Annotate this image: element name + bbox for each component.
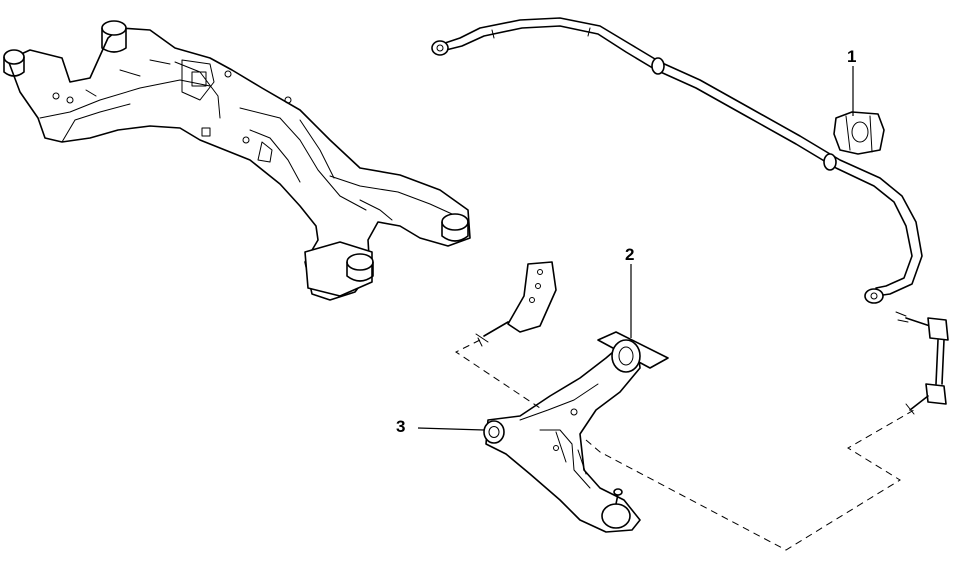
stabilizer-bushing (833, 111, 885, 155)
stabilizer-link (895, 311, 949, 415)
callout-2-label: 2 (625, 245, 634, 264)
callout-3-leader (417, 427, 485, 431)
assembly-dashed-lines (455, 339, 915, 551)
callout-1: 1 (847, 47, 856, 116)
lower-arm-bracket (475, 261, 557, 347)
lower-arm-rear-bushing (597, 331, 669, 373)
front-subframe (3, 20, 471, 301)
callout-2: 2 (625, 245, 634, 338)
callout-3-label: 3 (396, 417, 405, 436)
callout-3: 3 (396, 417, 485, 436)
lower-arm-front-bushing (483, 420, 505, 444)
lower-arm (483, 331, 669, 533)
stabilizer-bar (431, 17, 923, 304)
callout-1-label: 1 (847, 47, 856, 66)
